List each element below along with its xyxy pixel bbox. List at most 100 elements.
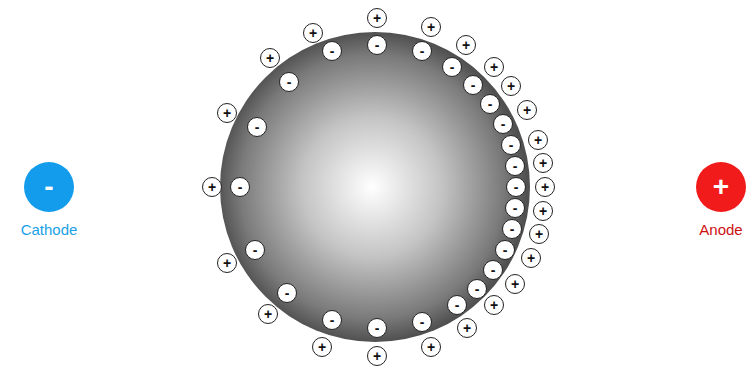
charge-circle: - — [442, 57, 462, 77]
charge-sign: - — [503, 243, 508, 257]
charge-circle: - — [483, 260, 503, 280]
charge-circle: + — [367, 346, 387, 366]
charge-outline — [368, 347, 387, 366]
charge-outline — [323, 42, 342, 61]
charge-outline — [503, 220, 522, 239]
charge-outline — [534, 202, 553, 221]
charge-outline — [485, 58, 504, 77]
charge-outline — [278, 284, 297, 303]
charge-sign: + — [318, 340, 326, 354]
charge-sign: - — [420, 44, 425, 58]
charge-sign: - — [375, 38, 380, 52]
charge-circle: - — [247, 117, 267, 137]
charge-sign: + — [463, 321, 471, 335]
electrode-circle — [696, 162, 746, 212]
charge-sign: - — [471, 78, 476, 92]
charge-sign: - — [285, 286, 290, 300]
charge-circle: - — [480, 94, 500, 114]
charge-circle: + — [529, 224, 549, 244]
charge-outline — [518, 101, 537, 120]
charge-outline — [457, 36, 476, 55]
charge-outline — [313, 338, 332, 357]
charge-outline — [502, 136, 521, 155]
charge-circle: + — [457, 318, 477, 338]
charge-sign: + — [541, 180, 549, 194]
charge-outline — [368, 319, 387, 338]
charge-outline — [443, 58, 462, 77]
charge-circle: + — [303, 23, 323, 43]
charge-outline — [248, 118, 267, 137]
charge-outline — [280, 73, 299, 92]
charge-sign: - — [510, 222, 515, 236]
charge-sign: + — [535, 227, 543, 241]
charge-circle: - — [502, 219, 522, 239]
charge-circle: - — [367, 35, 387, 55]
charge-circle: + — [456, 35, 476, 55]
charge-circle: - — [367, 318, 387, 338]
charge-sign: - — [491, 263, 496, 277]
charge-sign: + — [539, 156, 547, 170]
charge-outline — [304, 24, 323, 43]
charge-outline — [231, 178, 250, 197]
charge-circle: - — [505, 156, 525, 176]
charge-sign: - — [253, 243, 258, 257]
charge-circle: + — [421, 337, 441, 357]
charge-circle: - — [322, 41, 342, 61]
charge-outline — [203, 178, 222, 197]
charge-outline — [259, 305, 278, 324]
charge-circle: + — [258, 304, 278, 324]
charge-circle: - — [230, 177, 250, 197]
charge-circle: - — [279, 72, 299, 92]
charge-circle: - — [463, 75, 483, 95]
charge-sign: + — [507, 79, 515, 93]
charge-sign: - — [450, 60, 455, 74]
charge-sign: + — [534, 133, 542, 147]
charge-outline — [246, 241, 265, 260]
charge-circle: - — [412, 41, 432, 61]
charge-circle: - — [245, 240, 265, 260]
electrode-disc: - — [24, 162, 74, 212]
charge-outline — [458, 319, 477, 338]
electrode-disc: + — [696, 162, 746, 212]
charge-outline — [368, 9, 387, 28]
charge-outline — [413, 42, 432, 61]
charge-circle: + — [528, 130, 548, 150]
charge-outline — [522, 249, 541, 268]
charge-circle: + — [521, 248, 541, 268]
charge-outline — [506, 157, 525, 176]
charge-circle: - — [495, 240, 515, 260]
charge-outline — [484, 261, 503, 280]
polarity-sign: - — [44, 173, 53, 201]
electrode-circle — [24, 162, 74, 212]
charge-outline — [485, 296, 504, 315]
charge-outline — [530, 225, 549, 244]
charge-circle: + — [501, 76, 521, 96]
charge-sign: - — [475, 282, 480, 296]
charge-circle: + — [505, 274, 525, 294]
electrode-node: -Cathode — [18, 162, 81, 239]
charge-sign: - — [488, 97, 493, 111]
charge-circle: + — [217, 253, 237, 273]
charge-sign: + — [527, 251, 535, 265]
charge-sign: - — [509, 138, 514, 152]
charge-circle: - — [467, 279, 487, 299]
charge-circle: + — [217, 103, 237, 123]
charge-circle: + — [260, 48, 280, 68]
charge-sign: + — [223, 256, 231, 270]
charge-sign: - — [238, 180, 243, 194]
charge-sign: + — [490, 298, 498, 312]
charge-circle: - — [412, 312, 432, 332]
charge-sign: + — [309, 26, 317, 40]
charge-sign: + — [208, 180, 216, 194]
charge-sign: - — [420, 315, 425, 329]
electrode-node: + Anode — [693, 162, 749, 239]
charge-outline — [422, 338, 441, 357]
charge-sign: - — [330, 44, 335, 58]
charge-sign: - — [501, 117, 506, 131]
charge-sign: + — [523, 103, 531, 117]
electrode-label: Anode — [693, 221, 749, 239]
charge-outline — [536, 178, 555, 197]
